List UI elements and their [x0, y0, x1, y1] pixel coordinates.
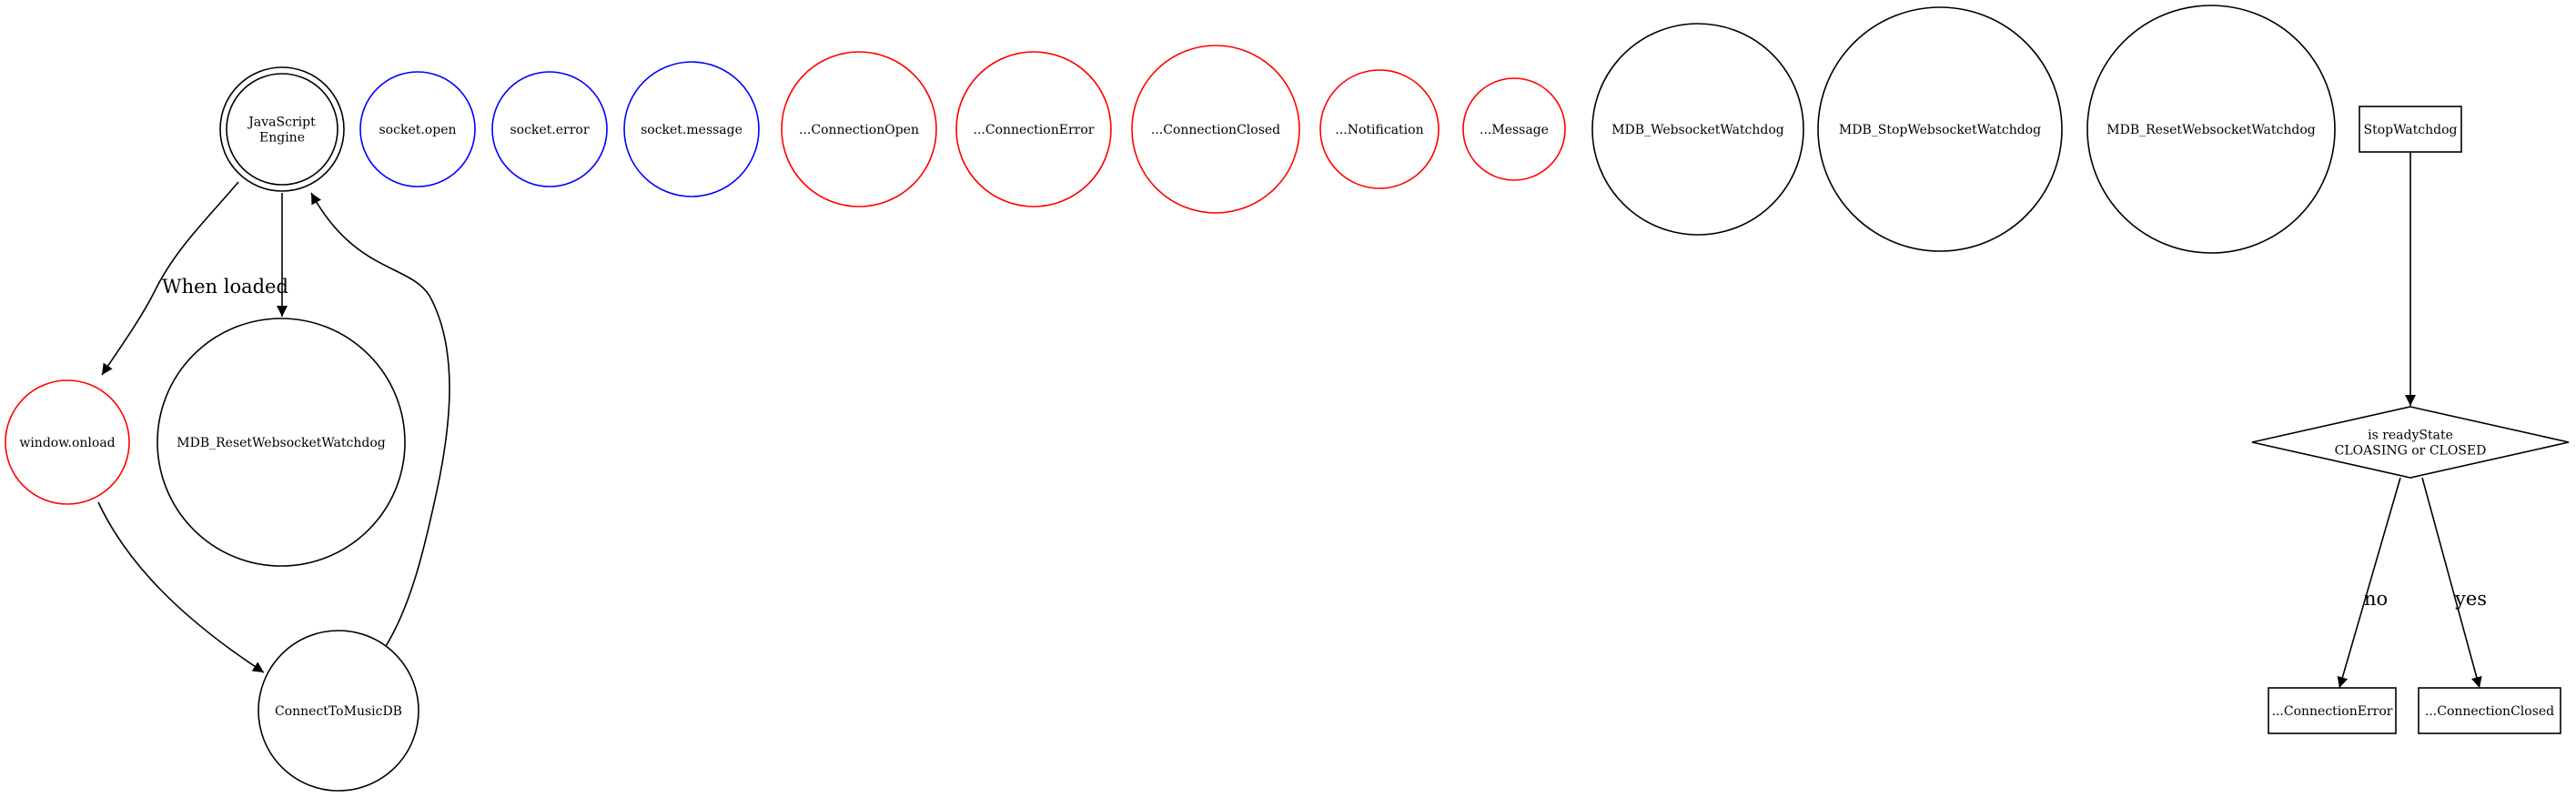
node-reset-websocket-watchdog-top-circle — [2086, 5, 2336, 254]
node-notification: ...Notification — [1319, 69, 1440, 189]
node-reset-websocket-watchdog-top: MDB_ResetWebsocketWatchdog — [2086, 5, 2336, 254]
node-stop-watchdog-label: StopWatchdog — [2364, 123, 2458, 137]
node-connection-error-label: ...ConnectionError — [974, 123, 1095, 137]
node-reset-websocket-watchdog-label: MDB_ResetWebsocketWatchdog — [177, 436, 386, 450]
node-ready-state-check-label: CLOASING or CLOSED — [2335, 444, 2487, 459]
node-js-engine-label: JavaScript — [247, 116, 316, 130]
edge-check-to-closed-label: yes — [2454, 588, 2487, 610]
node-stop-watchdog: StopWatchdog — [2359, 106, 2462, 153]
node-connection-error-circle — [955, 51, 1112, 207]
node-reset-websocket-watchdog-circle — [157, 318, 406, 567]
node-socket-open: socket.open — [359, 71, 476, 187]
node-socket-open-circle — [359, 71, 476, 187]
node-connection-closed-box-label: ...ConnectionClosed — [2425, 704, 2554, 719]
node-reset-websocket-watchdog-top-label: MDB_ResetWebsocketWatchdog — [2106, 123, 2316, 137]
edge-check-to-error: no — [2337, 477, 2401, 689]
node-message-label: ...Message — [1480, 123, 1549, 137]
edge-onload-to-connect — [97, 501, 265, 673]
edge-onload-to-connect-line — [97, 501, 265, 673]
node-notification-circle — [1319, 69, 1440, 189]
edge-engine-to-onload-label: When loaded — [162, 276, 288, 298]
node-message-circle — [1462, 77, 1566, 181]
node-stop-websocket-watchdog-label: MDB_StopWebsocketWatchdog — [1839, 123, 2041, 137]
edge-engine-to-onload: When loaded — [101, 181, 288, 376]
node-connection-open-circle — [781, 51, 937, 207]
node-socket-message-label: socket.message — [641, 123, 742, 137]
edge-connect-to-engine — [310, 192, 450, 647]
edge-check-to-closed-line — [2421, 477, 2482, 689]
edge-check-to-closed: yes — [2421, 477, 2487, 689]
node-ready-state-check-diamond — [2251, 406, 2570, 479]
node-window-onload-circle — [5, 379, 130, 505]
node-socket-error-circle — [491, 71, 608, 187]
node-socket-open-label: socket.open — [379, 123, 457, 137]
node-connect-to-musicdb: ConnectToMusicDB — [258, 630, 419, 792]
node-window-onload-label: window.onload — [19, 436, 115, 450]
edge-check-to-error-line — [2337, 477, 2401, 689]
node-connection-closed-box-box — [2418, 687, 2561, 734]
node-websocket-watchdog-circle — [1591, 23, 1804, 236]
node-websocket-watchdog: MDB_WebsocketWatchdog — [1591, 23, 1804, 236]
node-stop-websocket-watchdog-circle — [1817, 6, 2063, 252]
node-socket-message: socket.message — [623, 61, 760, 197]
node-connection-closed-circle — [1131, 45, 1300, 214]
node-js-engine-label: Engine — [259, 131, 305, 146]
edge-connect-to-engine-line — [310, 192, 450, 647]
node-connection-closed: ...ConnectionClosed — [1131, 45, 1300, 214]
node-notification-label: ...Notification — [1335, 123, 1423, 137]
node-connect-to-musicdb-circle — [258, 630, 419, 792]
node-connection-closed-box: ...ConnectionClosed — [2418, 687, 2561, 734]
node-connection-closed-label: ...ConnectionClosed — [1151, 123, 1280, 137]
node-connection-error-box-box — [2268, 687, 2397, 734]
node-connect-to-musicdb-label: ConnectToMusicDB — [275, 704, 402, 719]
node-connection-error-box-label: ...ConnectionError — [2272, 704, 2393, 719]
edge-layer: When loaded no yes — [97, 152, 2487, 689]
node-ready-state-check-label: is readyState — [2368, 429, 2453, 443]
node-connection-open-label: ...ConnectionOpen — [799, 123, 919, 137]
node-websocket-watchdog-label: MDB_WebsocketWatchdog — [1611, 123, 1784, 137]
node-window-onload: window.onload — [5, 379, 130, 505]
node-js-engine-inner-circle — [226, 73, 338, 186]
node-socket-message-circle — [623, 61, 760, 197]
node-js-engine-circle — [219, 66, 345, 192]
node-connection-error: ...ConnectionError — [955, 51, 1112, 207]
edge-check-to-error-label: no — [2364, 588, 2388, 610]
node-reset-websocket-watchdog: MDB_ResetWebsocketWatchdog — [157, 318, 406, 567]
edge-engine-to-onload-line — [101, 181, 239, 376]
node-socket-error: socket.error — [491, 71, 608, 187]
node-socket-error-label: socket.error — [510, 123, 589, 137]
node-message: ...Message — [1462, 77, 1566, 181]
node-stop-websocket-watchdog: MDB_StopWebsocketWatchdog — [1817, 6, 2063, 252]
node-connection-error-box: ...ConnectionError — [2268, 687, 2397, 734]
node-stop-watchdog-box — [2359, 106, 2462, 153]
node-connection-open: ...ConnectionOpen — [781, 51, 937, 207]
